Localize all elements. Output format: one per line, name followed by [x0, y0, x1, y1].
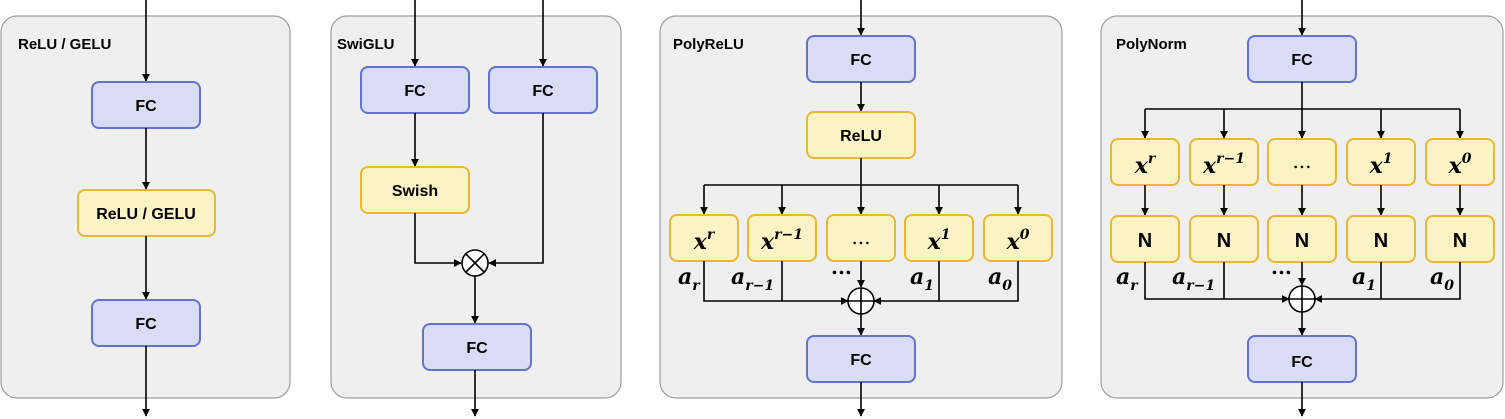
coef-label-2: ...	[1271, 255, 1292, 279]
power-label-0: xr	[693, 227, 716, 255]
connector-line	[873, 261, 1019, 305]
coef-label-1: ar−1	[731, 264, 774, 294]
coef-label-3: a1	[1352, 264, 1376, 294]
power-box-0: xr	[1110, 138, 1180, 186]
fc-block-bottom-label: FC	[1291, 354, 1313, 371]
power-box-0: xr	[669, 214, 739, 262]
fc-block-right-label: FC	[532, 83, 554, 100]
coef-label-2: ...	[831, 255, 852, 279]
norm-label-4: N	[1453, 230, 1467, 252]
power-label-4: x0	[1448, 151, 1472, 179]
connector-line	[1144, 262, 1290, 303]
coef-label-1: ar−1	[1172, 264, 1215, 294]
power-box-3: x1	[904, 214, 974, 262]
coef-label-0: ar	[678, 264, 701, 294]
norm-label-0: N	[1138, 230, 1152, 252]
power-label-0: xr	[1134, 151, 1157, 179]
fc-block-top-label: FC	[1291, 52, 1313, 69]
fc-block-top-label: FC	[135, 98, 157, 115]
fc-block-bottom	[422, 323, 532, 371]
multiply-icon	[461, 249, 489, 277]
fc-block-bottom-label: FC	[850, 352, 872, 369]
norm-box-0: N	[1110, 215, 1180, 263]
relu-block-label: ReLU	[840, 128, 882, 145]
power-box-2: ...	[826, 214, 896, 262]
power-box-3: x1	[1346, 138, 1416, 186]
norm-box-3: N	[1346, 215, 1416, 263]
power-label-4: x0	[1006, 227, 1030, 255]
power-box-1: xr−1	[747, 214, 817, 262]
norm-box-4: N	[1425, 215, 1495, 263]
norm-label-2: N	[1295, 230, 1309, 252]
power-label-3: x1	[927, 227, 951, 255]
power-label-2: ...	[1292, 149, 1311, 173]
panel-swiglu: SwiGLU FC FC Swish FC	[330, 0, 622, 417]
activation-block-label: ReLU / GELU	[96, 206, 196, 223]
panel-title-relu-gelu: ReLU / GELU	[18, 36, 111, 53]
panel-relu-gelu: ReLU / GELU FC ReLU / GELU FC	[0, 0, 291, 417]
panel-polyrelu: PolyReLU FC ReLU xr xr−1 ... x1 x0	[659, 0, 1063, 417]
fc-block-top-label: FC	[850, 52, 872, 69]
power-box-1: xr−1	[1189, 138, 1259, 186]
fc-block-bottom-label: FC	[466, 340, 488, 357]
coef-label-3: a1	[910, 264, 934, 294]
norm-label-1: N	[1217, 230, 1231, 252]
coef-label-0: ar	[1116, 264, 1139, 294]
power-box-4: x0	[1425, 138, 1495, 186]
connector-line	[1314, 262, 1461, 303]
power-label-2: ...	[851, 225, 870, 249]
coef-label-4: a0	[988, 264, 1012, 294]
norm-box-1: N	[1189, 215, 1259, 263]
panel-title-swiglu: SwiGLU	[337, 36, 395, 53]
power-label-1: xr−1	[760, 227, 803, 255]
power-label-3: x1	[1369, 151, 1393, 179]
power-box-2: ...	[1267, 138, 1337, 186]
swish-block-label: Swish	[392, 183, 438, 200]
norm-label-3: N	[1374, 230, 1388, 252]
panel-polynorm: PolyNorm FC xr xr−1 ... x1 x0	[1100, 0, 1504, 417]
panel-title-polyrelu: PolyReLU	[673, 36, 744, 53]
fc-block-bottom-label: FC	[135, 316, 157, 333]
panel-title-polynorm: PolyNorm	[1116, 36, 1187, 53]
add-icon	[1288, 285, 1316, 313]
coef-label-4: a0	[1430, 264, 1454, 294]
connector-line	[703, 261, 849, 305]
power-label-1: xr−1	[1202, 151, 1245, 179]
fc-block-left-label: FC	[404, 83, 426, 100]
power-box-4: x0	[983, 214, 1053, 262]
add-icon	[847, 287, 875, 315]
